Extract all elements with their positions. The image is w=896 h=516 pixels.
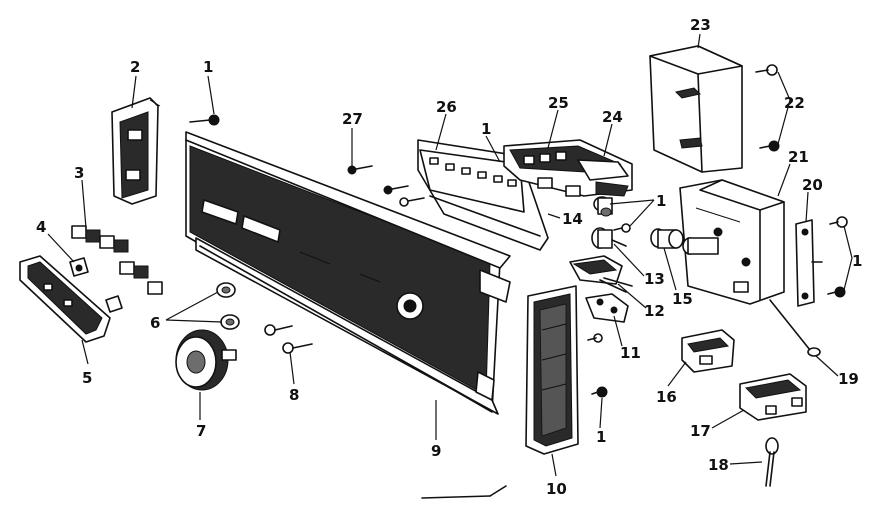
callout-1-strip: 1	[852, 252, 862, 270]
grille-part	[525, 285, 579, 455]
callout-27: 27	[342, 110, 363, 128]
screw-part	[189, 114, 220, 126]
cover-part	[649, 45, 743, 173]
switch-assembly-part	[503, 139, 633, 197]
callout-3: 3	[74, 164, 84, 182]
callout-14: 14	[562, 210, 583, 228]
callout-7: 7	[196, 422, 206, 440]
callout-labels: 2 1 3 4 5 6 7 8 9 10 11 12 13 14 15 16 1…	[36, 16, 862, 498]
screw-part	[827, 286, 846, 298]
callout-8: 8	[289, 386, 299, 404]
relay-part	[591, 227, 627, 249]
screw-part	[347, 165, 373, 175]
push-buttons-part	[71, 225, 163, 295]
screw-part	[587, 333, 603, 343]
callout-16: 16	[656, 388, 677, 406]
screw-part	[383, 185, 409, 195]
fuse-part	[765, 437, 779, 487]
callout-24: 24	[602, 108, 623, 126]
control-box-part	[679, 179, 821, 357]
callout-4: 4	[36, 218, 46, 236]
callout-17: 17	[690, 422, 711, 440]
button-bracket-part	[19, 255, 111, 343]
callout-23: 23	[690, 16, 711, 34]
screw-part	[399, 197, 425, 207]
timer-knob-part	[175, 329, 237, 391]
leader-lines	[47, 33, 853, 477]
callout-26: 26	[436, 98, 457, 116]
relay-block-part	[681, 329, 735, 373]
control-panel-part	[185, 131, 511, 415]
callout-1-bracket: 1	[481, 120, 491, 138]
callout-12: 12	[644, 302, 665, 320]
screw-part	[282, 342, 313, 354]
callout-1-grille: 1	[596, 428, 606, 446]
screw-part	[755, 64, 778, 76]
screw-part	[591, 386, 608, 398]
callout-1: 1	[203, 58, 213, 76]
clip-part	[69, 257, 123, 313]
bracket-strip-part	[795, 219, 823, 307]
end-bracket-part	[111, 97, 161, 205]
part-15	[650, 228, 684, 249]
switch-part-11	[585, 293, 629, 323]
callout-2: 2	[130, 58, 140, 76]
callout-22: 22	[784, 94, 805, 112]
screw-part	[759, 140, 780, 152]
knob-caps-part	[216, 282, 240, 330]
callout-20: 20	[802, 176, 823, 194]
callout-19: 19	[838, 370, 859, 388]
terminal-block-part	[739, 373, 807, 421]
screw-part	[613, 223, 631, 233]
screw-part	[264, 324, 293, 336]
callout-15: 15	[672, 290, 693, 308]
callout-13: 13	[644, 270, 665, 288]
floor-line	[421, 485, 507, 499]
small-switch-part	[593, 196, 613, 217]
callout-18: 18	[708, 456, 729, 474]
screw-part	[829, 216, 848, 228]
callout-9: 9	[431, 442, 441, 460]
callout-10: 10	[546, 480, 567, 498]
callout-11: 11	[620, 344, 641, 362]
callout-6: 6	[150, 314, 160, 332]
callout-25: 25	[548, 94, 569, 112]
callout-21: 21	[788, 148, 809, 166]
switch-part-12	[569, 255, 633, 293]
callout-5: 5	[82, 369, 92, 387]
callout-1-box: 1	[656, 192, 666, 210]
